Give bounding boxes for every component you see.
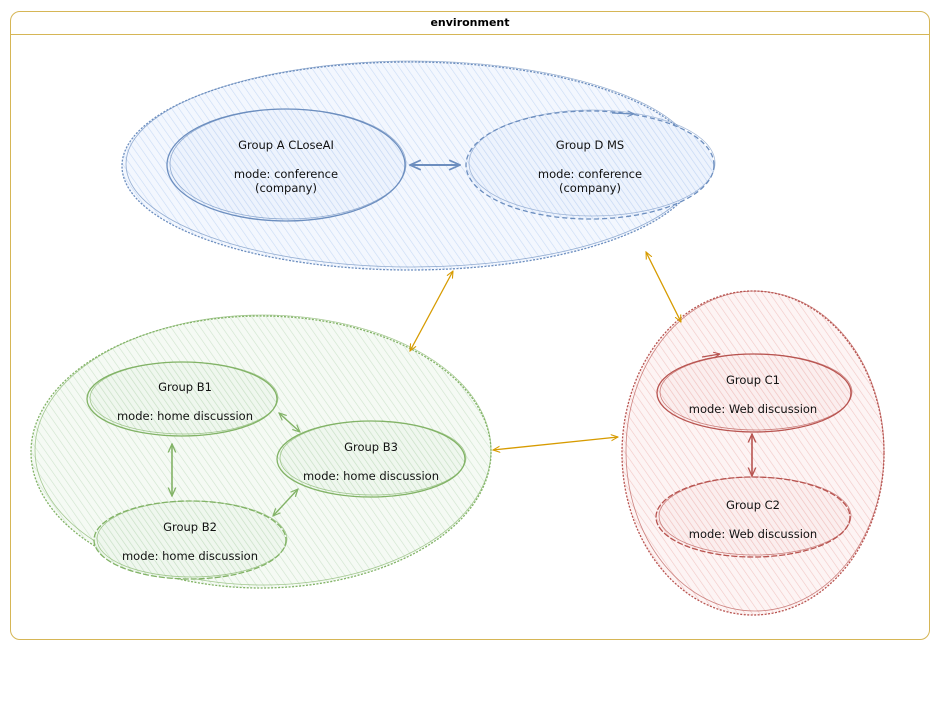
group-b3-sketch — [279, 420, 467, 496]
group-c1-sketch — [659, 353, 853, 431]
group-b1-label: Group B1 mode: home discussion — [100, 380, 270, 423]
connector-blue-green[interactable] — [410, 271, 453, 351]
group-d-mode: mode: conference (company) — [537, 167, 643, 195]
group-a-name: Group A CLoseAI — [238, 138, 334, 152]
environment-container[interactable]: environment — [10, 11, 930, 640]
cluster-green-sketch — [34, 314, 492, 586]
group-b3-label: Group B3 mode: home discussion — [286, 440, 456, 483]
connector-b1-b3[interactable] — [279, 413, 300, 432]
group-c2-mode: mode: Web discussion — [688, 527, 818, 541]
group-c2-sketch — [658, 476, 852, 556]
group-b1-sketch — [89, 361, 279, 435]
group-a-mode: mode: conference (company) — [233, 167, 339, 195]
group-b2-mode: mode: home discussion — [121, 549, 258, 563]
group-c1-name: Group C1 — [725, 373, 780, 387]
connector-blue-red[interactable] — [646, 252, 681, 322]
group-a-sketch — [169, 108, 407, 220]
group-a-label: Group A CLoseAI mode: conference (compan… — [196, 138, 376, 195]
group-c2-name: Group C2 — [725, 498, 780, 512]
group-b2-sketch — [96, 500, 288, 578]
group-b3-name: Group B3 — [344, 440, 398, 454]
environment-title: environment — [11, 12, 929, 35]
group-b2-name: Group B2 — [163, 520, 217, 534]
connector-green-red[interactable] — [493, 437, 618, 450]
group-c1-mode: mode: Web discussion — [688, 402, 818, 416]
cluster-red-sketch — [625, 290, 885, 612]
group-d-top-arrow — [611, 113, 634, 114]
group-b2-label: Group B2 mode: home discussion — [105, 520, 275, 563]
group-d-name: Group D MS — [555, 138, 625, 152]
group-d-sketch — [468, 109, 716, 217]
group-d-label: Group D MS mode: conference (company) — [500, 138, 680, 195]
group-c1-top-arrow — [701, 354, 720, 357]
group-d-shape[interactable] — [465, 110, 715, 220]
group-b3-mode: mode: home discussion — [302, 469, 439, 483]
group-b1-mode: mode: home discussion — [116, 409, 253, 423]
group-c1-label: Group C1 mode: Web discussion — [668, 373, 838, 416]
group-b1-name: Group B1 — [158, 380, 212, 394]
connector-b2-b3[interactable] — [273, 489, 298, 516]
group-c2-label: Group C2 mode: Web discussion — [668, 498, 838, 541]
